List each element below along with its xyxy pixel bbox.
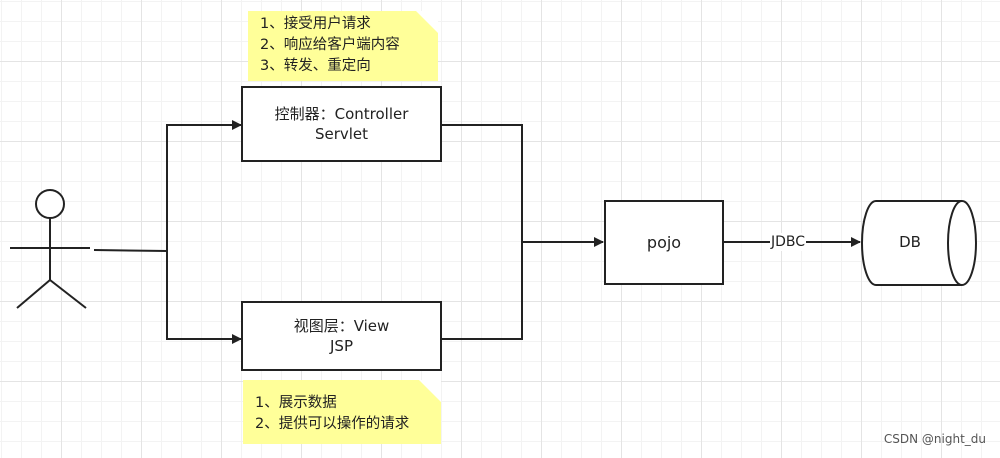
branch-to-controller-arrow [166,120,242,251]
view-box-subtitle: JSP [330,337,353,355]
view-box: 视图层：View JSP [241,301,442,371]
controller-note: 1、接受用户请求 2、响应给客户端内容 3、转发、重定向 [248,11,438,81]
pojo-box-label: pojo [646,232,682,252]
branch-to-view-arrow [166,251,242,344]
jdbc-connector-label: JDBC [770,233,807,251]
view-to-merge-line [442,242,523,340]
actor-to-branch-line [93,249,168,252]
controller-box-subtitle: Servlet [314,125,369,143]
view-box-title: 视图层：View [293,317,390,335]
controller-note-line: 2、响应给客户端内容 [260,37,400,53]
note-fold-icon [419,380,441,402]
watermark: CSDN @night_du [883,432,986,446]
view-note: 1、展示数据 2、提供可以操作的请求 [243,380,441,444]
controller-to-merge-line [442,124,523,242]
controller-box: 控制器：Controller Servlet [241,86,442,162]
pojo-box: pojo [604,200,724,285]
controller-note-line: 1、接受用户请求 [260,16,371,32]
controller-note-line: 3、转发、重定向 [260,58,371,74]
note-fold-icon [416,11,438,33]
controller-box-title: 控制器：Controller [274,105,409,123]
db-label: DB [899,233,921,251]
view-note-line: 2、提供可以操作的请求 [255,416,410,432]
view-note-line: 1、展示数据 [255,395,337,411]
user-actor-icon [10,189,90,309]
db-cylinder [861,200,977,286]
